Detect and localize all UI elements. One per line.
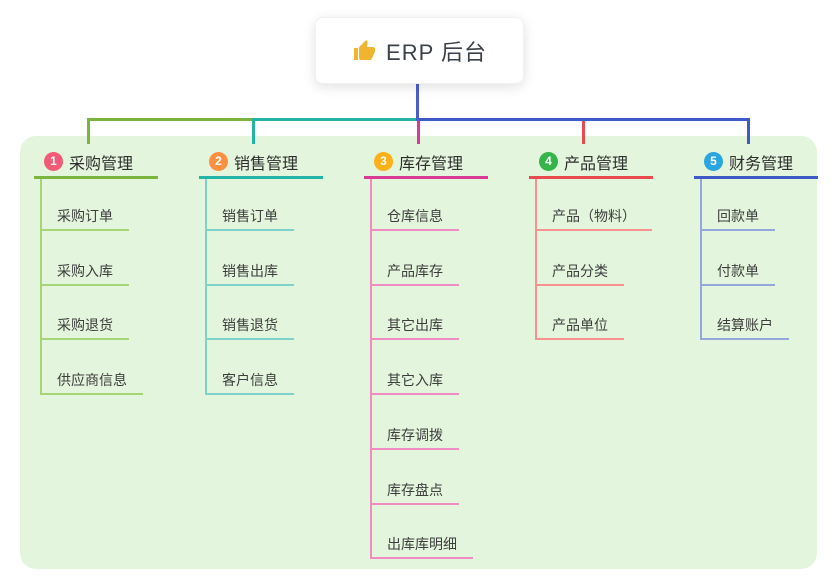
branch-number-badge: 2 [209, 152, 228, 171]
child-node[interactable]: 结算账户 [700, 313, 789, 340]
branch-elbow-line [581, 118, 585, 144]
child-label: 产品（物料） [552, 208, 636, 224]
child-label: 采购入库 [57, 263, 113, 279]
root-stem-line [416, 81, 419, 121]
branch-elbow-line [416, 118, 420, 144]
root-node[interactable]: ERP 后台 [315, 17, 524, 84]
child-label: 产品分类 [552, 263, 608, 279]
child-node[interactable]: 客户信息 [205, 368, 294, 395]
thumbs-up-icon [352, 39, 376, 63]
child-node[interactable]: 采购订单 [40, 204, 129, 231]
child-label: 销售退货 [222, 317, 278, 333]
branch-title[interactable]: 3 库存管理 [364, 147, 488, 179]
child-node[interactable]: 其它入库 [370, 368, 459, 395]
child-label: 客户信息 [222, 372, 278, 388]
branch-child-line [205, 179, 207, 396]
child-label: 其它入库 [387, 372, 443, 388]
child-node[interactable]: 销售订单 [205, 204, 294, 231]
child-node[interactable]: 出库库明细 [370, 532, 473, 559]
branch-label: 库存管理 [399, 155, 464, 173]
branch-number-badge: 5 [704, 152, 723, 171]
branch-child-line [40, 179, 42, 396]
branch-elbow-line [746, 118, 750, 144]
mindmap-panel [20, 136, 817, 569]
branch-child-line [700, 179, 702, 341]
branch-trunk-line [416, 118, 750, 121]
branch-child-line [535, 179, 537, 341]
branch-label: 财务管理 [729, 155, 794, 173]
child-node[interactable]: 销售出库 [205, 259, 294, 286]
child-label: 回款单 [717, 208, 759, 224]
child-node[interactable]: 产品库存 [370, 259, 459, 286]
child-label: 付款单 [717, 263, 759, 279]
child-node[interactable]: 产品分类 [535, 259, 624, 286]
branch-number-badge: 4 [539, 152, 558, 171]
child-node[interactable]: 其它出库 [370, 313, 459, 340]
branch-title[interactable]: 1 采购管理 [34, 147, 158, 179]
branch-trunk-line [251, 118, 419, 121]
child-node[interactable]: 销售退货 [205, 313, 294, 340]
branch-elbow-line [86, 118, 90, 144]
child-node[interactable]: 回款单 [700, 204, 775, 231]
branch-label: 产品管理 [564, 155, 629, 173]
child-label: 供应商信息 [57, 372, 127, 388]
child-node[interactable]: 库存调拨 [370, 423, 459, 450]
branch-title[interactable]: 2 销售管理 [199, 147, 323, 179]
branch-number-badge: 1 [44, 152, 63, 171]
child-node[interactable]: 采购入库 [40, 259, 129, 286]
child-label: 销售出库 [222, 263, 278, 279]
child-node[interactable]: 产品单位 [535, 313, 624, 340]
child-label: 采购退货 [57, 317, 113, 333]
child-node[interactable]: 产品（物料） [535, 204, 652, 231]
child-node[interactable]: 仓库信息 [370, 204, 459, 231]
child-label: 仓库信息 [387, 208, 443, 224]
child-label: 出库库明细 [387, 536, 457, 552]
branch-title[interactable]: 5 财务管理 [694, 147, 818, 179]
child-label: 库存盘点 [387, 482, 443, 498]
child-label: 其它出库 [387, 317, 443, 333]
child-label: 销售订单 [222, 208, 278, 224]
branch-label: 销售管理 [234, 155, 299, 173]
branch-label: 采购管理 [69, 155, 134, 173]
branch-title[interactable]: 4 产品管理 [529, 147, 653, 179]
child-label: 结算账户 [717, 317, 773, 333]
child-label: 采购订单 [57, 208, 113, 224]
branch-child-line [370, 179, 372, 560]
branch-number-badge: 3 [374, 152, 393, 171]
child-label: 库存调拨 [387, 427, 443, 443]
child-node[interactable]: 采购退货 [40, 313, 129, 340]
child-node[interactable]: 库存盘点 [370, 478, 459, 505]
child-label: 产品库存 [387, 263, 443, 279]
root-label: ERP 后台 [386, 39, 487, 65]
child-node[interactable]: 供应商信息 [40, 368, 143, 395]
child-label: 产品单位 [552, 317, 608, 333]
child-node[interactable]: 付款单 [700, 259, 775, 286]
branch-elbow-line [251, 118, 255, 144]
